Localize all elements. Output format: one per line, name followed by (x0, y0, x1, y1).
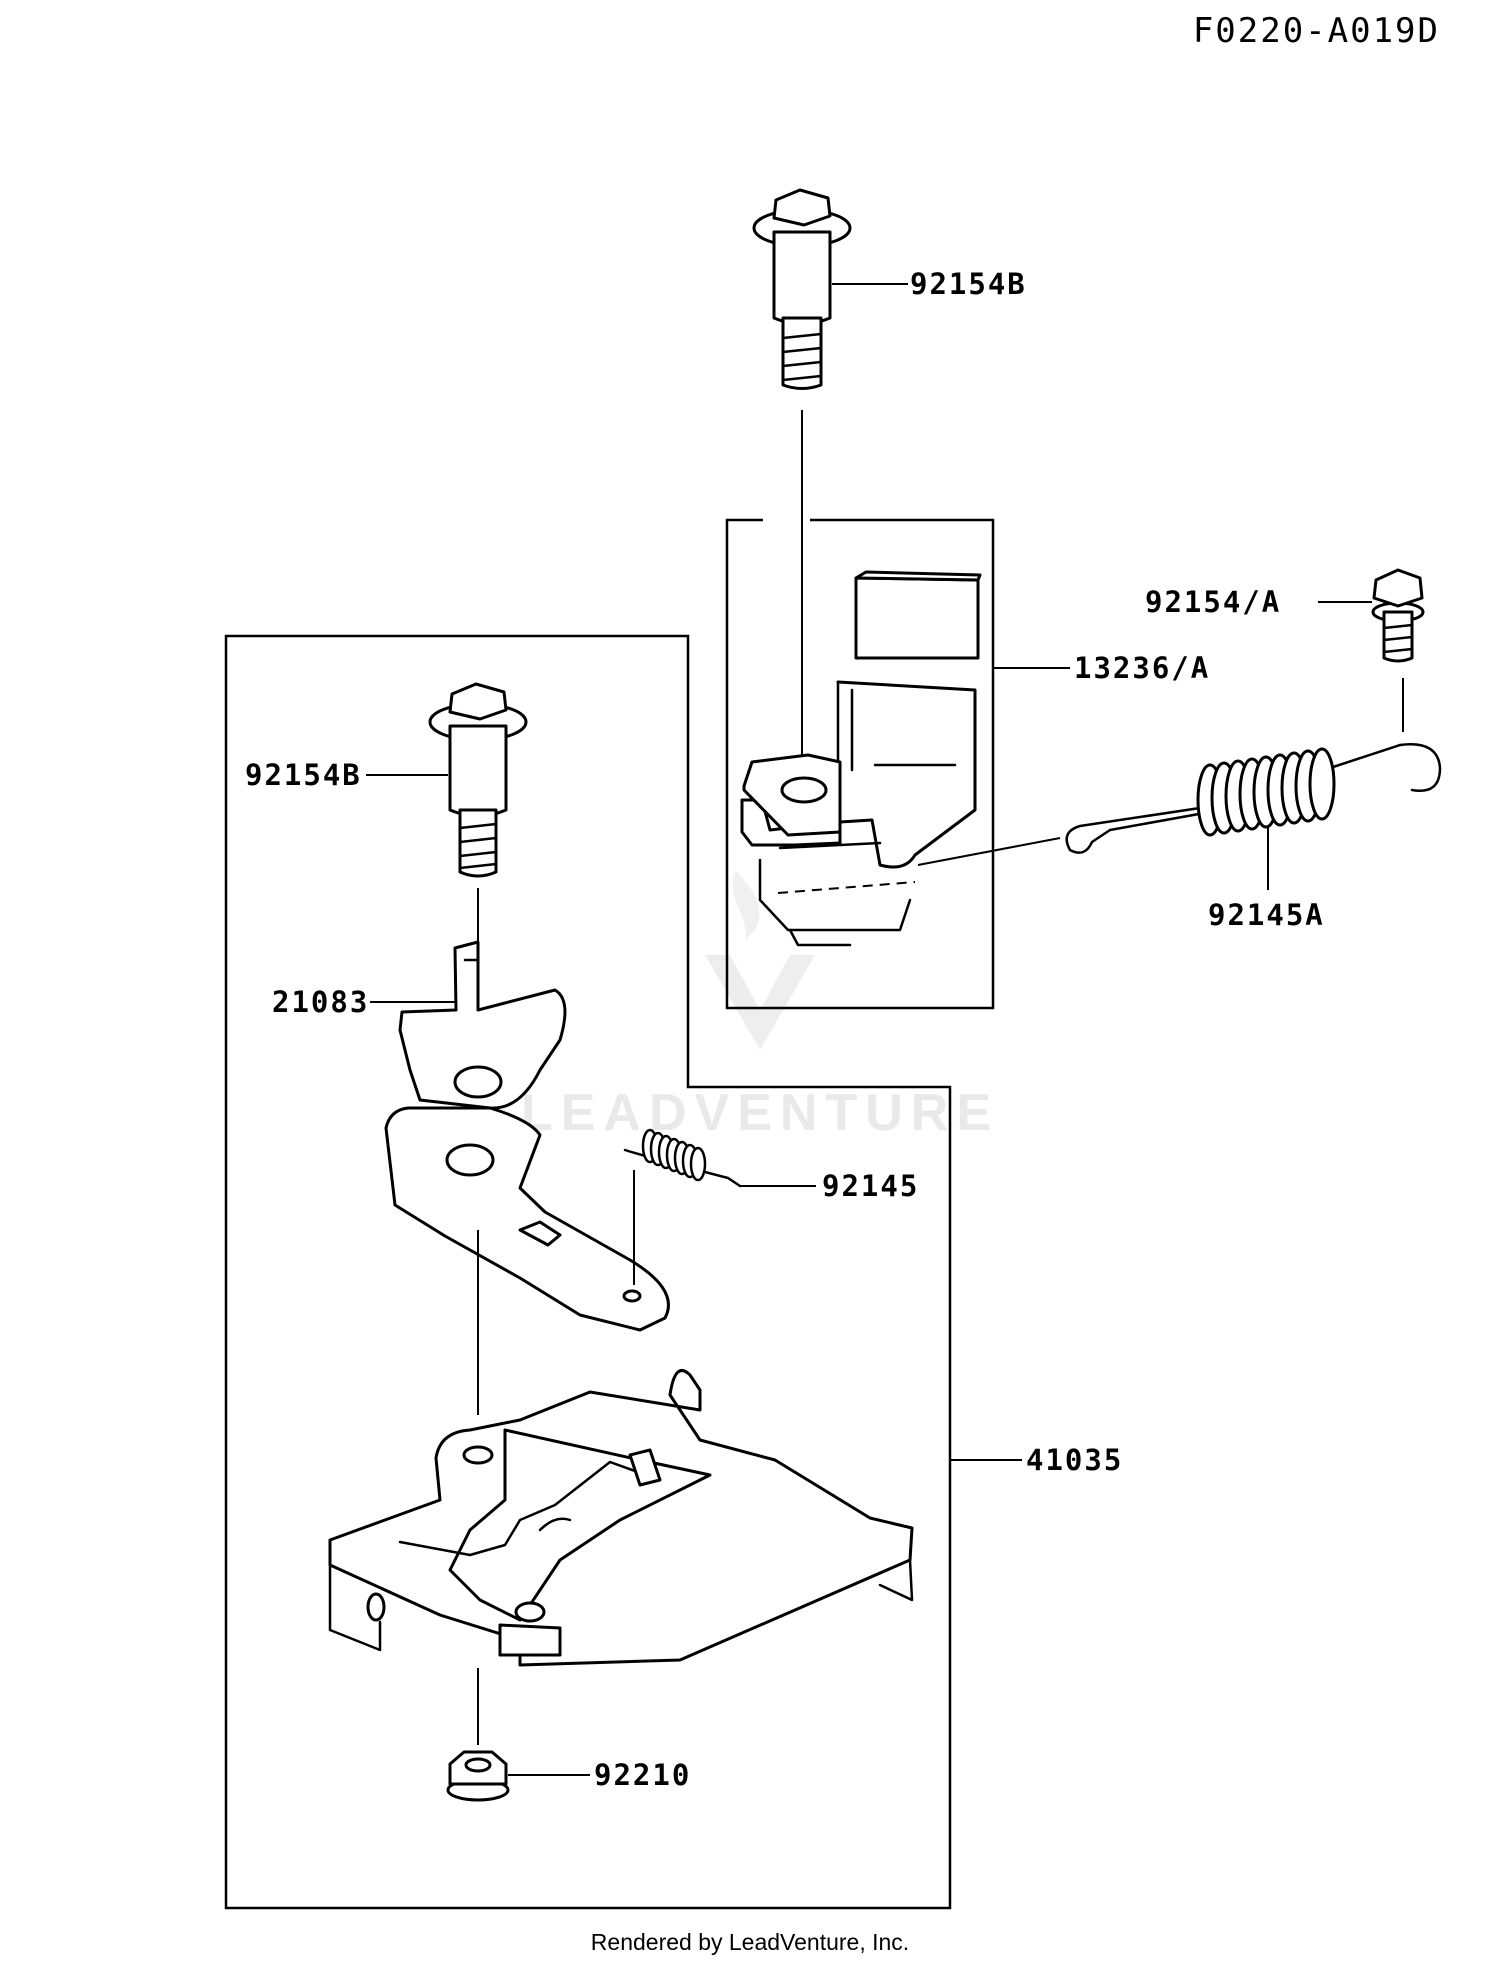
callout-nut: 92210 (594, 1758, 691, 1792)
bolt-top (752, 188, 852, 390)
nut-part (446, 1750, 510, 1802)
watermark-text: LEADVENTURE (521, 1084, 999, 1142)
diagram-code: F0220-A019D (1193, 11, 1440, 51)
callout-lever: 21083 (272, 985, 369, 1019)
callout-spring-small: 92145 (822, 1169, 919, 1203)
callout-bolt-top: 92154B (910, 267, 1027, 301)
group-frame-upper (725, 518, 995, 1010)
callout-bracket: 13236/A (1074, 651, 1210, 685)
footer-credit: Rendered by LeadVenture, Inc. (591, 1929, 909, 1955)
plate-part (328, 1369, 914, 1667)
bolt-small (1371, 568, 1425, 663)
bolt-inner (428, 682, 528, 878)
spring-small (623, 1128, 742, 1188)
callout-bolt-inner: 92154B (245, 758, 362, 792)
callout-bolt-small: 92154/A (1145, 585, 1281, 619)
spring-large (1065, 743, 1442, 854)
lever-part (384, 940, 670, 1332)
group-frame-lower (224, 634, 952, 1910)
callout-plate: 41035 (1026, 1443, 1123, 1477)
callout-spring-large: 92145A (1208, 898, 1325, 932)
bracket-part (740, 570, 982, 947)
watermark-logo (705, 870, 815, 1050)
